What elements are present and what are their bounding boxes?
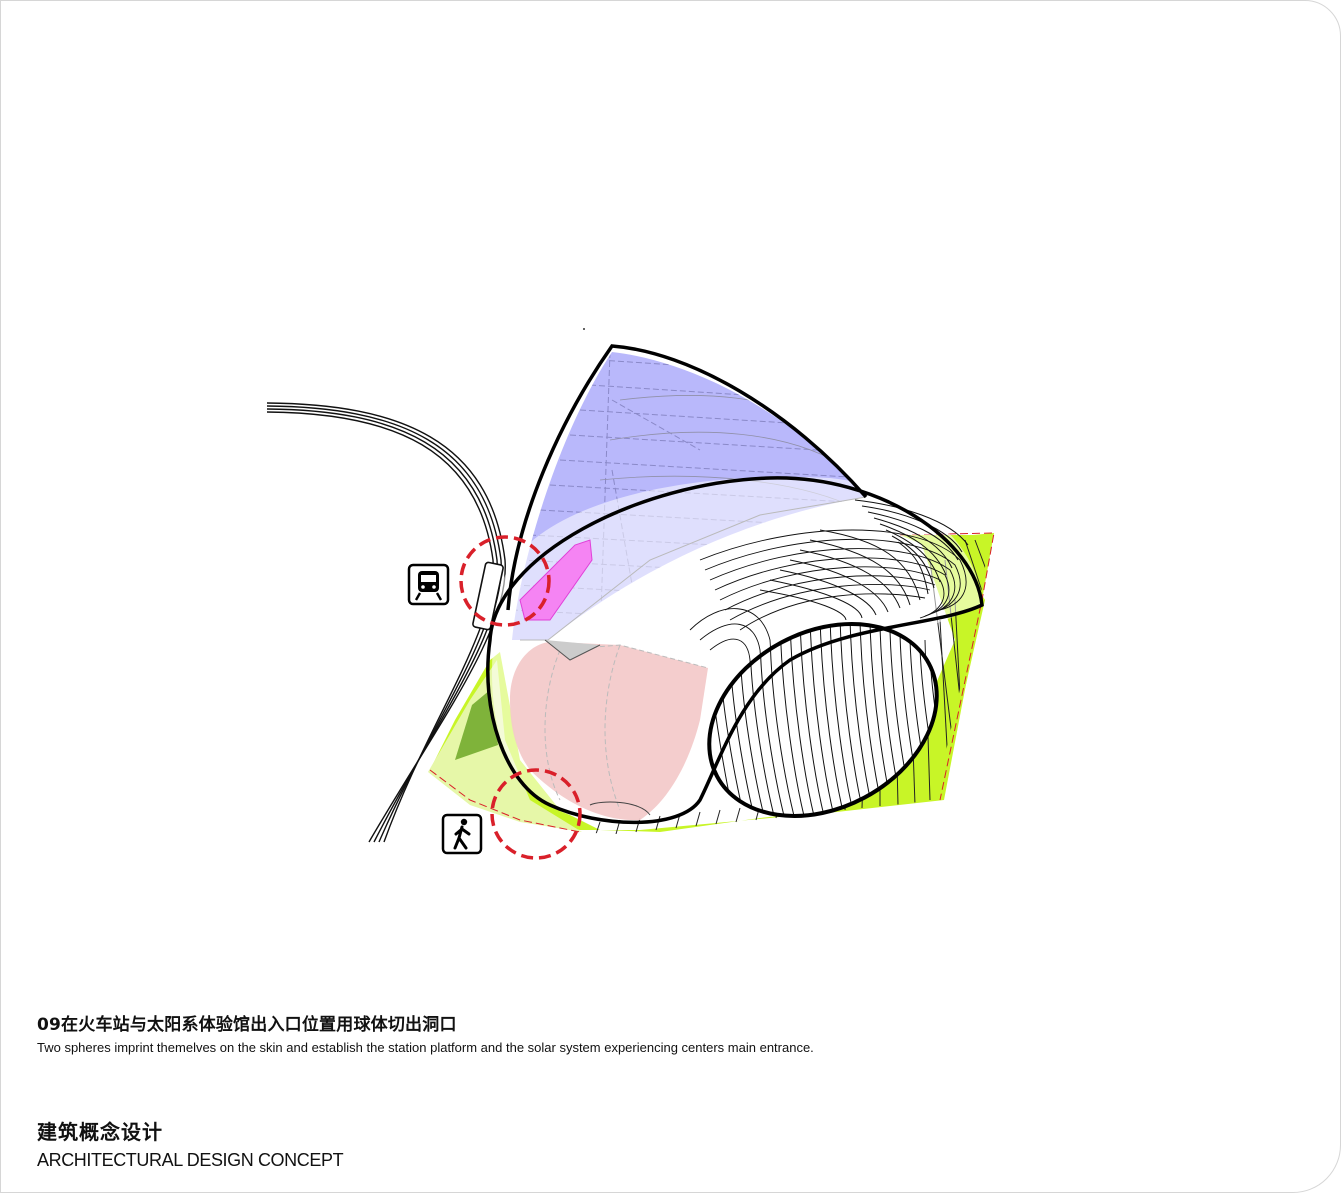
section-title-cn: 建筑概念设计: [37, 1120, 163, 1144]
station-entry-marker: [459, 535, 551, 627]
pink-volume: [510, 639, 709, 821]
station-platform: [472, 561, 504, 631]
section-title-en: ARCHITECTURAL DESIGN CONCEPT: [37, 1150, 344, 1170]
caption-description: Two spheres imprint themelves on the ski…: [37, 1040, 814, 1055]
building-outline: [486, 344, 984, 825]
railway-tracks: [266, 402, 506, 843]
train-icon: [407, 563, 450, 606]
caption-title: 09在火车站与太阳系体验馆出入口位置用球体切出洞口: [37, 1015, 457, 1035]
pedestrian-entry-marker: [490, 768, 582, 860]
section-heading: 建筑概念设计 ARCHITECTURAL DESIGN CONCEPT: [37, 1119, 344, 1171]
pedestrian-icon: [441, 813, 483, 855]
figure-caption: 09在火车站与太阳系体验馆出入口位置用球体切出洞口 Two spheres im…: [37, 1014, 814, 1057]
station-entrance-accent: [519, 539, 593, 621]
solar-system-sphere: [707, 614, 956, 821]
